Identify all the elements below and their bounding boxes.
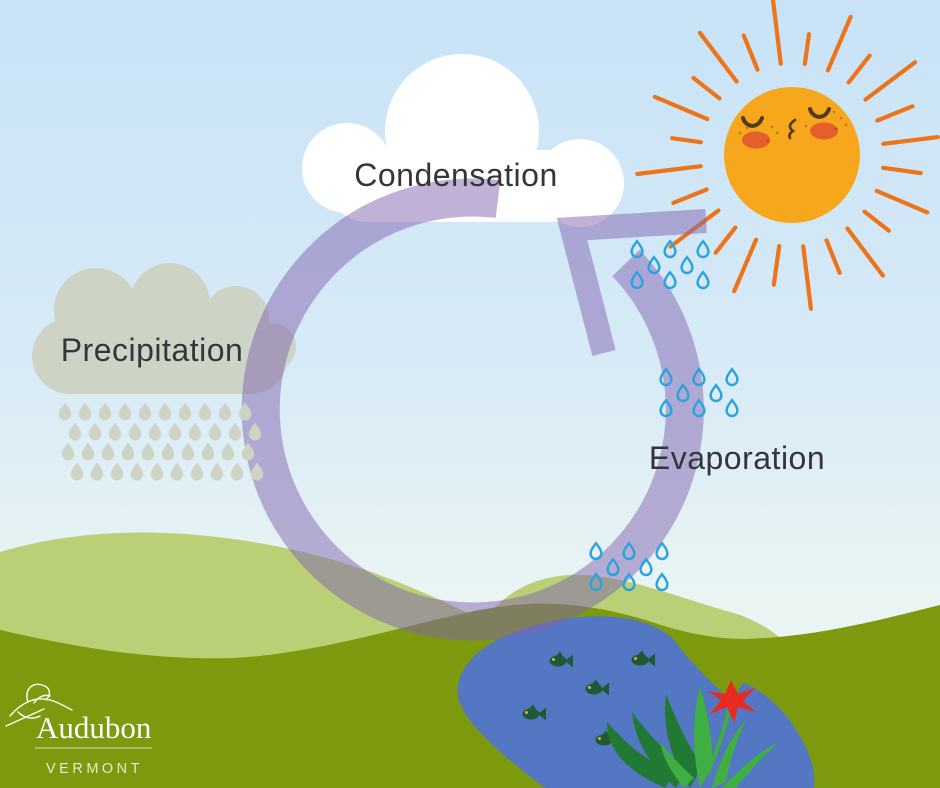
label-precipitation: Precipitation: [61, 332, 244, 368]
sun-cheek-right: [810, 122, 838, 140]
sun: [635, 0, 940, 311]
logo-region-name: VERMONT: [46, 761, 143, 777]
sun-nose: [788, 118, 797, 140]
sun-ray: [881, 135, 940, 146]
sun-ray: [824, 238, 842, 275]
grass-plant: [606, 680, 778, 788]
sun-ray: [770, 0, 783, 66]
flower-stem: [706, 704, 732, 774]
sun-ray: [713, 225, 738, 255]
cycle-arrow-head: [556, 209, 707, 356]
sun-ray: [771, 244, 782, 287]
audubon-bird-icon: [5, 683, 73, 727]
sun-ray: [845, 226, 886, 278]
sun-ray: [670, 136, 704, 145]
sun-ray: [875, 104, 915, 123]
sun-ray: [691, 75, 722, 101]
sun-ray: [635, 164, 703, 177]
sun-disc: [724, 87, 860, 223]
sun-ray: [825, 14, 853, 73]
sun-freckles: [738, 110, 848, 143]
sun-ray: [697, 30, 739, 84]
label-evaporation: Evaporation: [649, 440, 825, 476]
sun-ray: [671, 187, 709, 205]
sun-ray: [802, 32, 812, 67]
sun-ray: [652, 94, 710, 122]
precipitation-cloud: [32, 263, 296, 394]
sun-ray: [741, 33, 760, 72]
pond-green-wedge: [670, 634, 775, 702]
cycle-arrow: [241, 178, 707, 641]
sun-cheek-left: [742, 131, 770, 149]
logo-org-name: Audubon: [36, 710, 152, 745]
sun-ray: [862, 209, 892, 233]
pond: [457, 616, 815, 788]
flower: [707, 680, 756, 723]
sun-ray: [863, 60, 918, 102]
sun-ray: [732, 237, 759, 294]
cycle-arrow-ring: [241, 178, 704, 641]
label-condensation: Condensation: [354, 157, 557, 193]
sun-ray: [846, 53, 872, 85]
pond-water: [457, 616, 815, 788]
sun-ray: [801, 244, 814, 311]
audubon-logo: Audubon VERMONT: [5, 683, 152, 777]
sun-ray: [880, 165, 923, 176]
sun-eye-right: [808, 107, 831, 119]
sun-eye-left: [741, 116, 764, 128]
sun-ray: [874, 188, 930, 215]
